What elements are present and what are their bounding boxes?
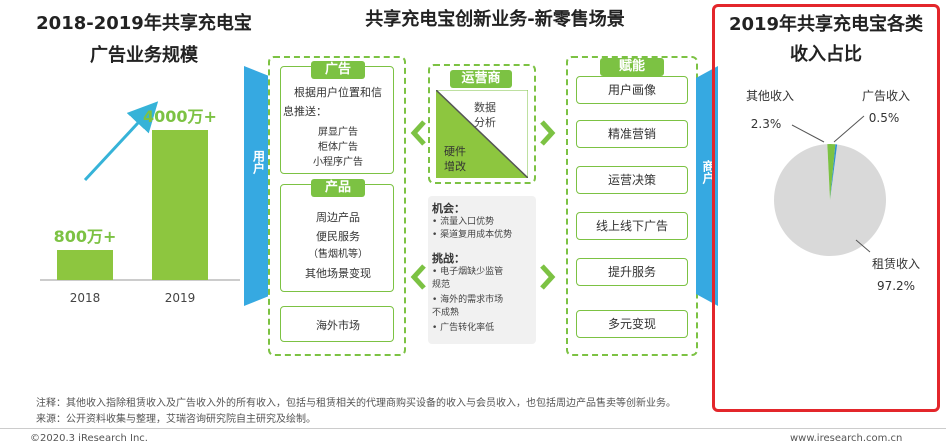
empower-item-2: 运营决策 [576,166,688,194]
leader-line [855,239,871,253]
challenge-title: 挑战： [432,252,465,265]
product-tag: 产品 [311,179,365,197]
right-chart-title-line1: 2019年共享充电宝各类 [728,14,924,35]
pie-label-name: 其他收入 [746,89,794,103]
bar-data-label: 4000万+ [143,107,217,126]
overseas-box: 海外市场 [280,306,394,342]
right-pie-chart: 其他收入 2.3% 广告收入 0.5% 租赁收入 97.2% [746,89,920,293]
left-bar-chart: 800万+ 2018 4000万+ 2019 [40,101,240,305]
empower-item-1: 精准营销 [576,120,688,148]
merchant-label-text: 商户 [701,160,715,184]
product-box: 产品 周边产品 便民服务 （售烟机等） 其他场景变现 [280,179,394,292]
ad-box: 广告 根据用户位置和信 息推送： 屏显广告 柜体广告 小程序广告 [280,61,394,174]
ad-tag: 广告 [311,61,365,79]
trend-arrow [83,101,159,182]
footer-copyright: ©2020.3 iResearch Inc. [30,433,148,444]
challenge-list: • 电子烟缺少监管 规范 • 海外的需求市场 不成熟 • 广告转化率低 [432,266,534,335]
operator-tag: 运营商 [450,70,512,88]
bar-2018 [57,250,113,280]
pie-label-value: 2.3% [751,117,782,131]
pie-label-name: 租赁收入 [872,257,920,271]
footer-note: 注释：其他收入指除租赁收入及广告收入外的所有收入，包括与租赁相关的代理商购买设备… [36,398,676,409]
ad-item-2: 小程序广告 [313,157,363,168]
list-item: • 海外的需求市场 不成熟 [432,295,504,318]
list-item: • 流量入口优势 [432,217,495,227]
operator-upper-text: 数据 分析 [474,101,496,129]
merchant-label: 商户 [700,160,715,188]
leader-line [791,124,825,143]
footer-website: www.iresearch.com.cn [790,433,903,444]
chevron-left-icon [410,264,426,290]
list-item: • 广告转化率低 [432,323,495,333]
user-bar [244,66,274,306]
pie-slice [830,144,838,200]
list-item: • 渠道复用成本优势 [432,230,513,240]
bar-data-label: 800万+ [54,227,117,246]
opportunity-challenge-box: 机会： • 流量入口优势 • 渠道复用成本优势 挑战： • 电子烟缺少监管 规范… [428,196,536,344]
right-chart-frame [712,4,940,412]
center-title: 共享充电宝创新业务-新零售场景 [365,9,625,30]
ad-item-1: 柜体广告 [318,142,358,153]
pie-label-value: 97.2% [877,279,915,293]
list-item: • 电子烟缺少监管 规范 [432,267,504,290]
product-item-0: 周边产品 [316,211,360,224]
overseas-label: 海外市场 [316,319,360,332]
ad-line2: 息推送： [283,105,327,118]
x-tick-label: 2018 [70,291,101,305]
x-tick-label: 2019 [165,291,196,305]
pie-slice [827,144,836,200]
leader-line [833,115,865,143]
empower-item-5: 多元变现 [576,310,688,338]
product-item-3: 其他场景变现 [305,267,371,280]
opportunity-list: • 流量入口优势 • 渠道复用成本优势 [432,216,534,242]
chevron-right-icon [540,264,556,290]
left-chart-title-line2: 广告业务规模 [90,45,198,66]
ad-line1: 根据用户位置和信 [294,86,382,99]
right-chart-title: 2019年共享充电宝各类 收入占比 [718,10,934,70]
bar-2019 [152,130,208,280]
operator-lower-text: 硬件 增改 [444,145,466,173]
user-label-text: 用户 [251,150,266,174]
empower-column [566,56,698,356]
right-chart-title-line2: 收入占比 [790,44,862,65]
product-item-1: 便民服务 [316,230,360,243]
user-label: 用户 [248,150,268,178]
empower-tag: 赋能 [600,58,664,76]
empower-item-4: 提升服务 [576,258,688,286]
left-chart-title: 2018-2019年共享充电宝 广告业务规模 [14,8,274,72]
footer-source: 来源：公开资料收集与整理，艾瑞咨询研究院自主研究及绘制。 [36,414,316,425]
product-item-2: （售烟机等） [308,249,368,260]
pie-slice [774,144,887,256]
ad-item-0: 屏显广告 [318,127,358,138]
operator-diagram [436,90,528,178]
left-chart-title-line1: 2018-2019年共享充电宝 [36,13,252,34]
pie-label-value: 0.5% [869,111,900,125]
chevron-right-icon [540,120,556,146]
chevron-left-icon [410,120,426,146]
pie-label-name: 广告收入 [862,89,910,103]
empower-item-3: 线上线下广告 [576,212,688,240]
footer-divider [0,428,946,429]
empower-item-0: 用户画像 [576,76,688,104]
opportunity-title: 机会： [432,202,465,215]
